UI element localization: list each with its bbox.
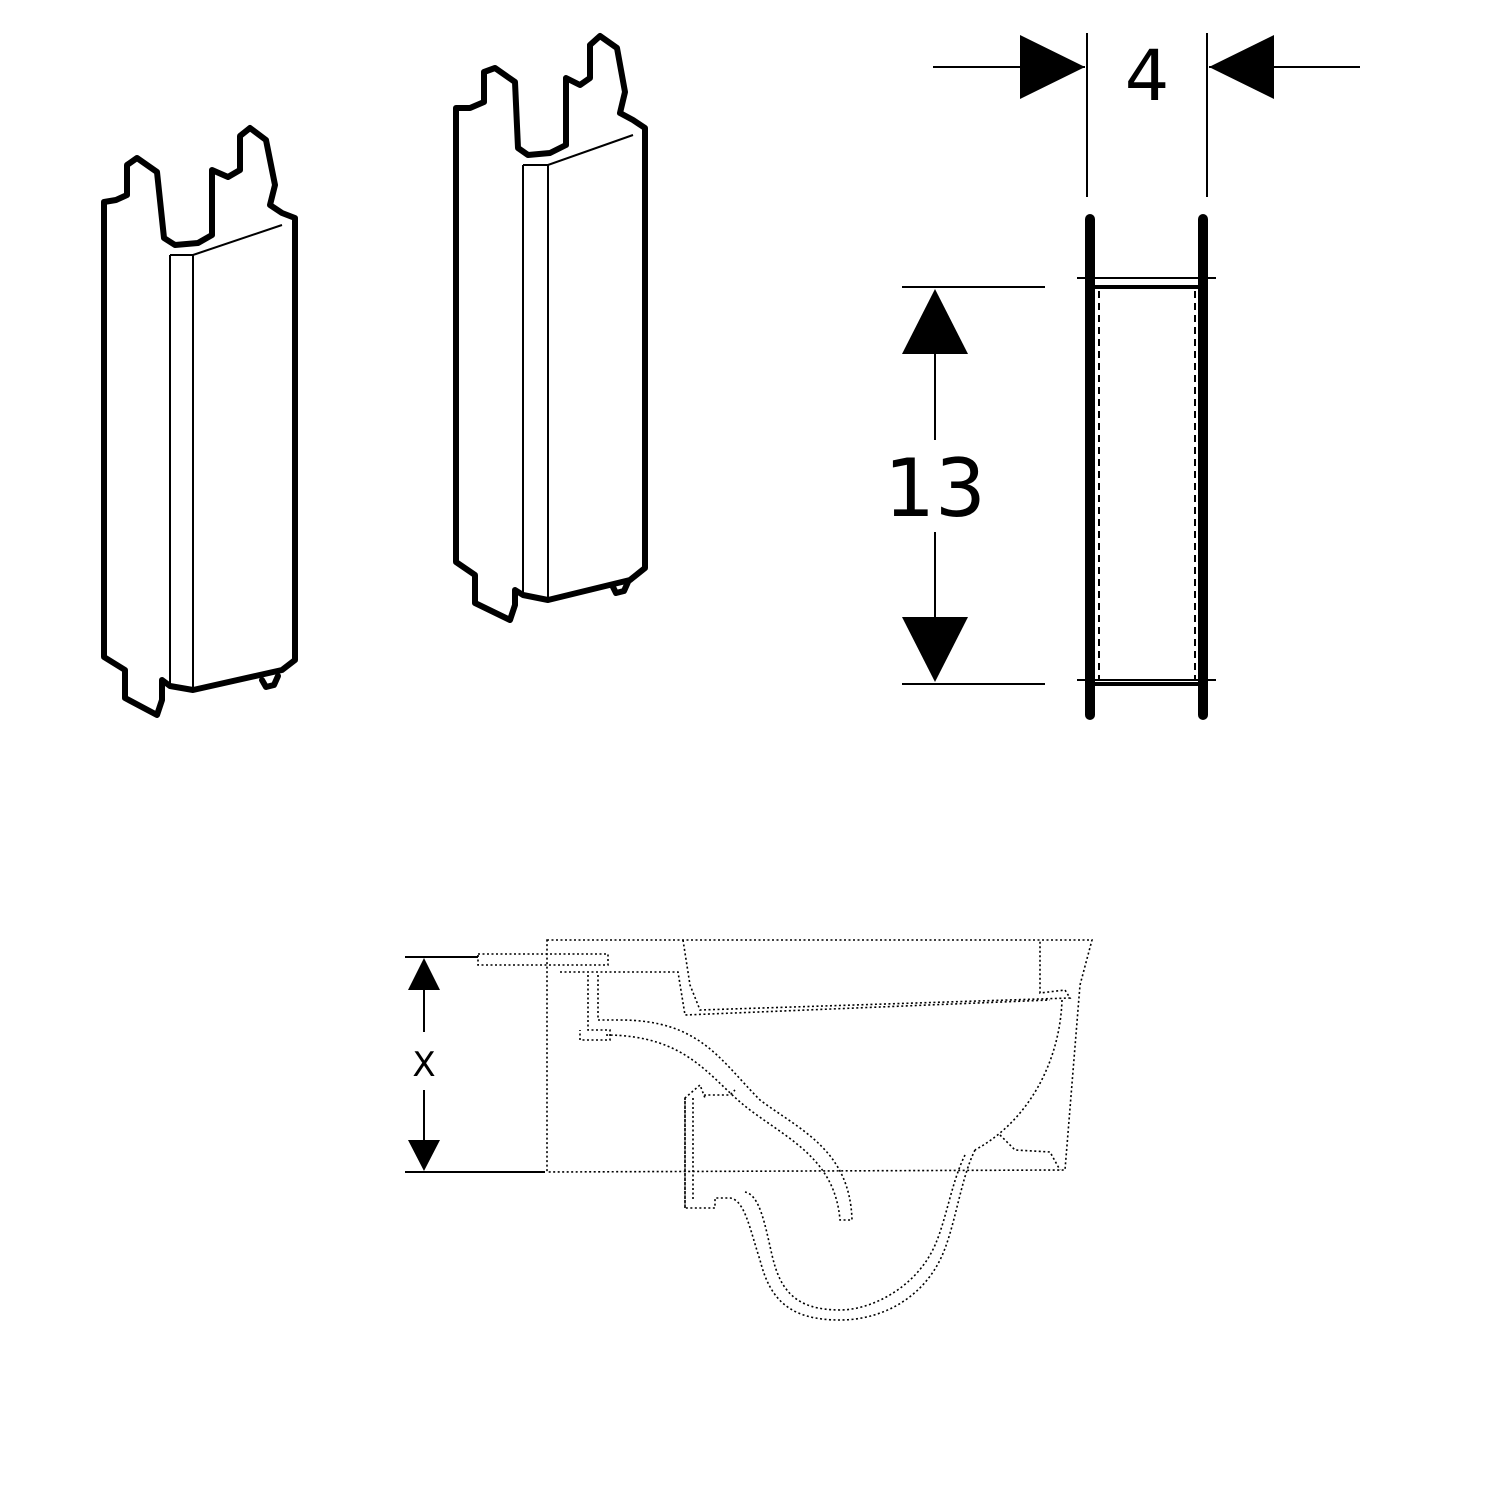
- spacer-view-left: [101, 125, 298, 718]
- toilet-side-view: X: [405, 939, 1094, 1321]
- x-dimension-label: X: [412, 1045, 435, 1085]
- toilet-bowl-interior: [974, 999, 1063, 1151]
- x-arrow-bottom: [408, 1140, 440, 1171]
- spacer-right-outline: [453, 33, 648, 623]
- spacer-view-right: [453, 33, 648, 623]
- toilet-front-foot: [999, 1134, 1061, 1171]
- inlet-pipe: [579, 975, 853, 1221]
- spacer-right-foot: [609, 579, 631, 596]
- spacer-right-fold: [522, 134, 634, 600]
- fixing-bolt: [477, 953, 609, 966]
- height-arrow-bottom: [902, 617, 968, 682]
- toilet-seat-line: [560, 971, 1051, 1016]
- spacer-left-fold: [169, 224, 283, 690]
- height-dimension-label: 13: [884, 442, 986, 535]
- height-arrow-top: [902, 289, 968, 354]
- width-arrow-left: [1020, 35, 1085, 99]
- toilet-rim-inner: [682, 939, 1072, 1011]
- outlet-trap: [684, 1083, 976, 1321]
- width-arrow-right: [1209, 35, 1274, 99]
- spacer-left-outline: [101, 125, 298, 718]
- spacer-section-view: 4 13: [884, 33, 1360, 720]
- x-arrow-top: [408, 958, 440, 990]
- spacer-left-foot: [259, 673, 281, 690]
- width-dimension-label: 4: [1125, 35, 1170, 117]
- outlet-spigot: [684, 1098, 694, 1208]
- toilet-body-outline: [546, 939, 1094, 1173]
